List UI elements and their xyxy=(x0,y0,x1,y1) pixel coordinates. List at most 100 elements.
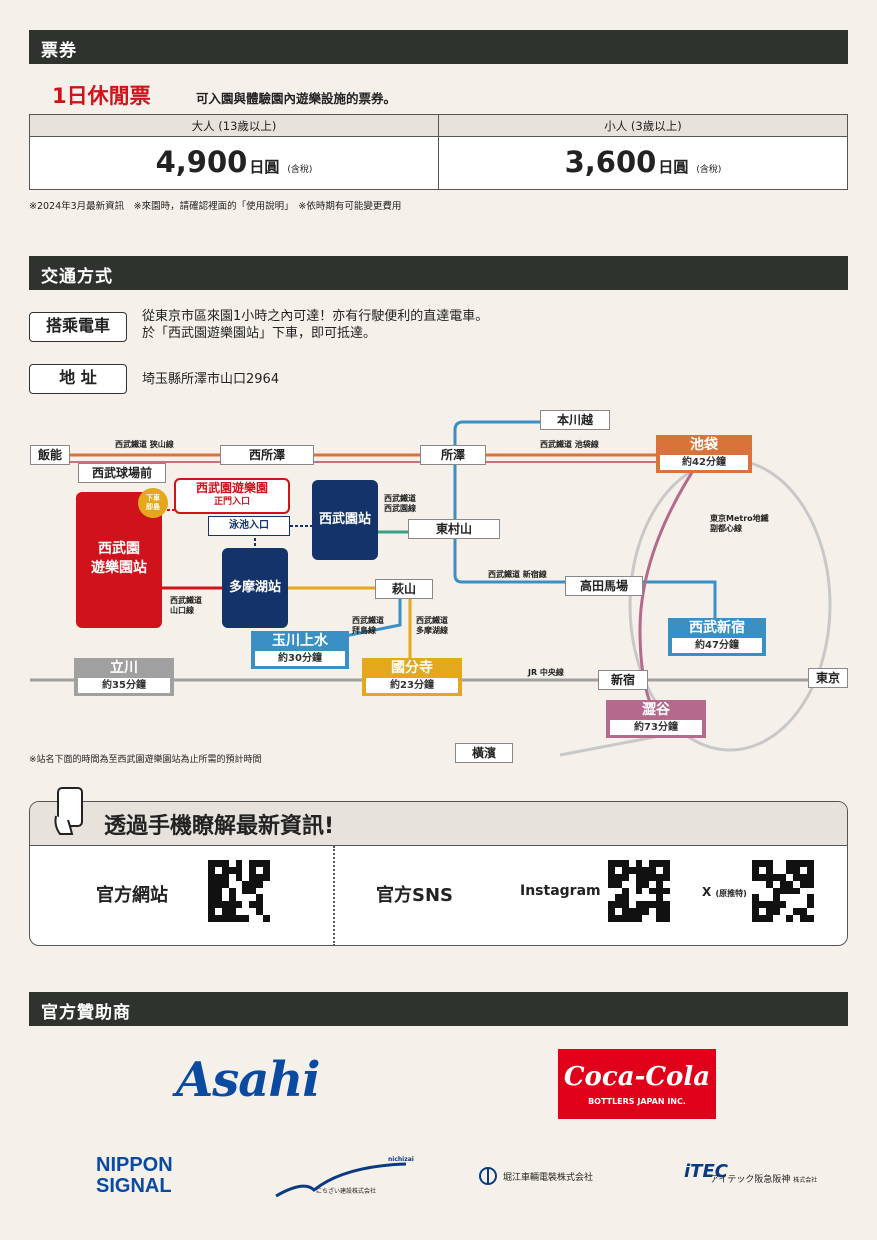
qr-module xyxy=(642,873,650,881)
qr-module xyxy=(235,873,243,881)
qr-module xyxy=(235,887,243,895)
qr-module xyxy=(656,880,664,888)
qr-module xyxy=(765,894,773,902)
qr-module xyxy=(800,901,808,909)
sponsors-section-header: 官方贊助商 xyxy=(29,992,848,1026)
qr-module xyxy=(249,873,257,881)
station-seibuen: 西武園站 xyxy=(312,480,378,560)
qr-module xyxy=(779,873,787,881)
qr-module xyxy=(649,915,657,922)
tachikawa-name: 立川 xyxy=(110,660,138,676)
qr-module xyxy=(772,894,780,902)
child-price-unit: 日圓 xyxy=(658,158,689,176)
qr-module xyxy=(628,901,636,909)
qr-module xyxy=(242,880,250,888)
qr-module xyxy=(656,908,664,916)
qr-module xyxy=(214,901,222,909)
qr-module xyxy=(628,915,636,922)
qr-module xyxy=(786,915,794,922)
cocacola-script: Coca-Cola xyxy=(563,1062,711,1092)
qr-official-site[interactable] xyxy=(208,860,270,922)
qr-module xyxy=(786,880,794,888)
qr-module xyxy=(649,901,657,909)
qr-module xyxy=(214,860,222,867)
smartphone-icon xyxy=(54,787,83,835)
qr-module xyxy=(628,894,636,902)
price-value-child: 3,600 日圓 (含稅) xyxy=(439,137,847,189)
qr-module xyxy=(256,901,264,909)
qr-module xyxy=(242,901,250,909)
station-yokohama: 橫濱 xyxy=(455,743,513,763)
nippon-signal-logo: NIPPON SIGNAL xyxy=(96,1155,173,1197)
qr-module xyxy=(758,901,766,909)
qr-module xyxy=(635,880,643,888)
horie-logo-icon xyxy=(479,1167,497,1185)
qr-instagram[interactable] xyxy=(608,860,670,922)
qr-module xyxy=(228,901,236,909)
qr-module xyxy=(235,894,243,902)
train-text-line2: 於「西武園遊樂園站」下車，即可抵達。 xyxy=(142,326,377,341)
qr-module xyxy=(242,908,250,916)
station-seibukyujo: 西武球場前 xyxy=(78,463,166,483)
qr-module xyxy=(793,866,801,874)
station-shibuya: 澀谷 約73分鐘 xyxy=(606,700,706,738)
nichizai-top: nichizai xyxy=(388,1156,414,1163)
qr-module xyxy=(663,873,670,881)
qr-module xyxy=(765,908,773,916)
qr-module xyxy=(249,860,257,867)
adult-price-tax: (含稅) xyxy=(287,165,313,175)
qr-module xyxy=(235,860,243,867)
qr-module xyxy=(649,873,657,881)
qr-module xyxy=(786,908,794,916)
qr-module xyxy=(263,887,270,895)
shibuya-name: 澀谷 xyxy=(642,702,670,718)
qr-module xyxy=(263,901,270,909)
qr-module xyxy=(614,866,622,874)
child-price-tax: (含稅) xyxy=(696,165,722,175)
qr-module xyxy=(656,866,664,874)
qr-module xyxy=(614,908,622,916)
qr-module xyxy=(642,901,650,909)
station-tachikawa: 立川 約35分鐘 xyxy=(74,658,174,696)
qr-module xyxy=(228,915,236,922)
qr-module xyxy=(228,880,236,888)
qr-module xyxy=(621,866,629,874)
qr-module xyxy=(656,901,664,909)
qr-module xyxy=(752,915,759,922)
qr-module xyxy=(256,894,264,902)
qr-module xyxy=(256,860,264,867)
qr-module xyxy=(621,880,629,888)
qr-module xyxy=(249,880,257,888)
x-label: X (原推特) xyxy=(702,885,747,899)
address-tag: 地 址 xyxy=(29,364,127,394)
qr-module xyxy=(621,908,629,916)
qr-module xyxy=(635,901,643,909)
qr-module xyxy=(221,880,229,888)
qr-module xyxy=(208,860,215,867)
qr-module xyxy=(214,873,222,881)
pool-gate: 泳池入口 xyxy=(208,516,290,536)
qr-module xyxy=(621,915,629,922)
qr-module xyxy=(772,880,780,888)
qr-module xyxy=(235,866,243,874)
qr-module xyxy=(779,915,787,922)
qr-module xyxy=(221,866,229,874)
qr-module xyxy=(608,866,615,874)
qr-module xyxy=(208,908,215,916)
qr-module xyxy=(256,880,264,888)
price-col-adult: 大人 (13歲以上) 4,900 日圓 (含稅) xyxy=(30,115,438,189)
child-price: 3,600 xyxy=(564,145,657,179)
price-table: 大人 (13歲以上) 4,900 日圓 (含稅) 小人 (3歲以上) 3,600… xyxy=(29,114,848,190)
qr-module xyxy=(752,894,759,902)
qr-module xyxy=(800,866,808,874)
station-higashimurayama: 東村山 xyxy=(408,519,500,539)
qr-module xyxy=(214,866,222,874)
qr-module xyxy=(649,908,657,916)
qr-module xyxy=(786,860,794,867)
qr-module xyxy=(221,894,229,902)
qr-module xyxy=(628,887,636,895)
qr-x[interactable] xyxy=(752,860,814,922)
qr-module xyxy=(642,860,650,867)
official-sns-label: 官方SNS xyxy=(376,885,453,906)
ticket-description: 可入園與體驗園內遊樂設施的票券。 xyxy=(196,91,397,106)
